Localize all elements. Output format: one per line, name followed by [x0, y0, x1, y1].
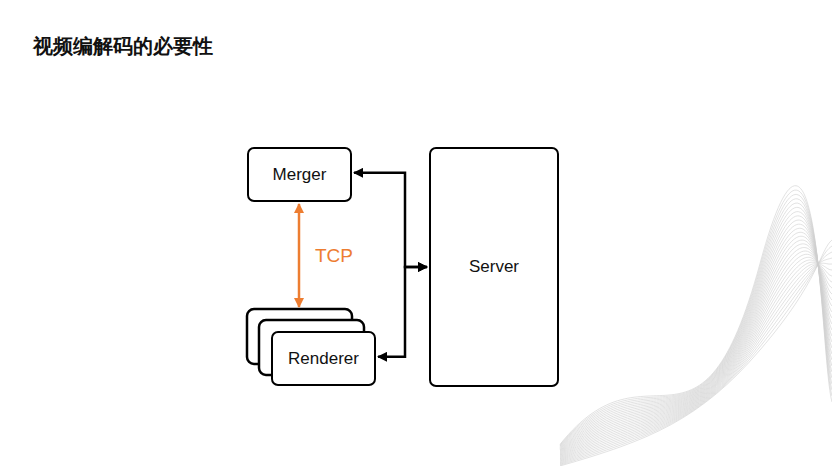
- edge-label: TCP: [313, 245, 355, 267]
- server-box: Server: [429, 147, 559, 387]
- process-box: Merger: [247, 147, 352, 202]
- wave-line: [560, 257, 832, 459]
- wave-line: [560, 246, 832, 465]
- wave-line: [560, 252, 832, 464]
- wave-line: [560, 228, 832, 452]
- process-box: Renderer: [271, 331, 376, 386]
- connector: [298, 204, 301, 307]
- wave-line: [560, 224, 832, 451]
- wave-line: [560, 264, 832, 462]
- wave-line: [560, 254, 832, 458]
- node-label: Server: [469, 257, 519, 277]
- node-label: Renderer: [288, 349, 359, 369]
- wave-line: [560, 203, 832, 448]
- wave-line: [560, 186, 832, 445]
- connector: [378, 267, 427, 357]
- wave-line: [560, 190, 832, 445]
- wave-line: [560, 263, 832, 463]
- wave-line: [560, 244, 832, 456]
- wave-line: [560, 212, 832, 450]
- wave-line: [560, 207, 832, 448]
- wave-line: [560, 240, 832, 455]
- wave-line: [560, 240, 832, 466]
- wave-line: [560, 262, 832, 460]
- slide-title: 视频编解码的必要性: [33, 33, 213, 60]
- connector: [354, 173, 427, 267]
- wave-line: [560, 258, 832, 464]
- node-label: Merger: [273, 165, 327, 185]
